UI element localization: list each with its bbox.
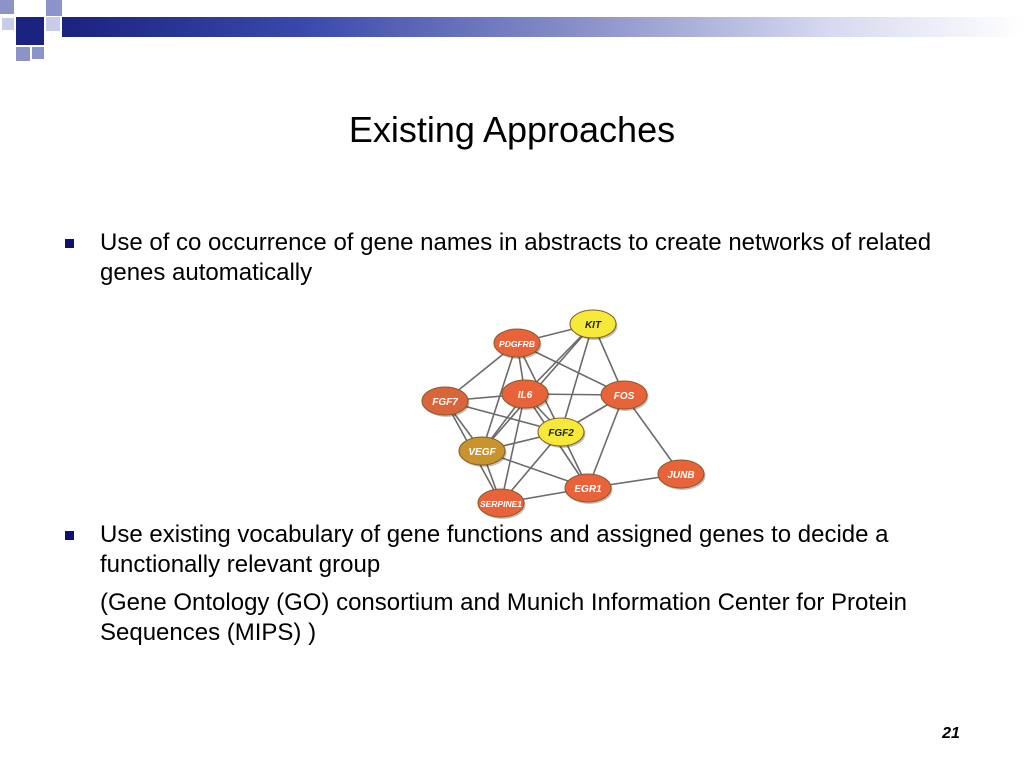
network-node-il6: IL6 [501, 379, 550, 410]
network-node-label: JUNB [667, 470, 694, 481]
bullet-text: Use existing vocabulary of gene function… [100, 521, 889, 578]
network-node-kit: KIT [569, 309, 618, 340]
network-node-fgf2: FGF2 [537, 417, 586, 448]
corner-square-navy [16, 17, 44, 45]
network-node-label: EGR1 [574, 484, 602, 495]
network-node-label: VEGF [468, 447, 496, 458]
bullet-item-2: Use existing vocabulary of gene function… [62, 520, 942, 648]
network-node-egr1: EGR1 [564, 473, 613, 504]
network-node-label: SERPINE1 [480, 499, 522, 509]
network-node-fos: FOS [600, 380, 649, 411]
corner-square-blue-1 [0, 0, 14, 14]
network-node-label: FGF7 [432, 397, 458, 408]
bullet-text: Use of co occurrence of gene names in ab… [100, 229, 932, 286]
network-node-vegf: VEGF [458, 436, 507, 467]
bullet-item-1: Use of co occurrence of gene names in ab… [62, 228, 942, 288]
corner-square-light-2 [46, 17, 60, 31]
bullet-square-icon [65, 239, 74, 248]
corner-square-blue-3 [16, 47, 30, 61]
slide-title: Existing Approaches [348, 109, 676, 150]
network-edge [587, 394, 625, 489]
network-node-label: PDGFRB [499, 339, 535, 349]
network-node-label: IL6 [518, 390, 533, 401]
bullet-square-icon [65, 531, 74, 540]
page-number: 21 [942, 725, 960, 742]
corner-square-blue-4 [32, 47, 44, 59]
corner-square-light-1 [2, 18, 14, 30]
network-edge [560, 323, 594, 433]
bullet-subtext: (Gene Ontology (GO) consortium and Munic… [100, 589, 908, 646]
network-node-label: FOS [614, 391, 635, 402]
corner-square-blue-2 [46, 0, 62, 16]
network-node-fgf7: FGF7 [421, 386, 470, 417]
network-node-label: KIT [585, 320, 602, 331]
network-node-pdgfrb: PDGFRB [493, 328, 542, 359]
network-node-serpine1: SERPINE1 [477, 488, 526, 519]
network-node-junb: JUNB [657, 459, 706, 490]
header-gradient-bar [62, 17, 1024, 37]
network-node-label: FGF2 [548, 428, 574, 439]
network-edge [500, 393, 526, 504]
